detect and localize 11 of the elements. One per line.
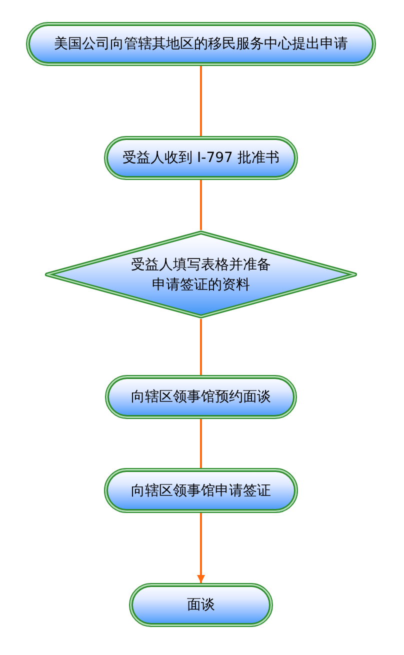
connector-line [200, 66, 202, 136]
process-box: 向辖区领事馆预约面谈 [105, 375, 297, 419]
process-box: 美国公司向管辖其地区的移民服务中心提出申请 [26, 22, 376, 66]
process-box: 面谈 [129, 583, 273, 627]
process-box: 受益人收到 I-797 批准书 [104, 136, 298, 180]
process-box: 向辖区领事馆申请签证 [104, 468, 298, 513]
connector-line [200, 319, 202, 375]
connector-line [200, 180, 202, 230]
arrow [197, 513, 205, 583]
decision-diamond: 受益人填写表格并准备申请签证的资料 [43, 230, 359, 319]
connector-line [200, 419, 202, 468]
